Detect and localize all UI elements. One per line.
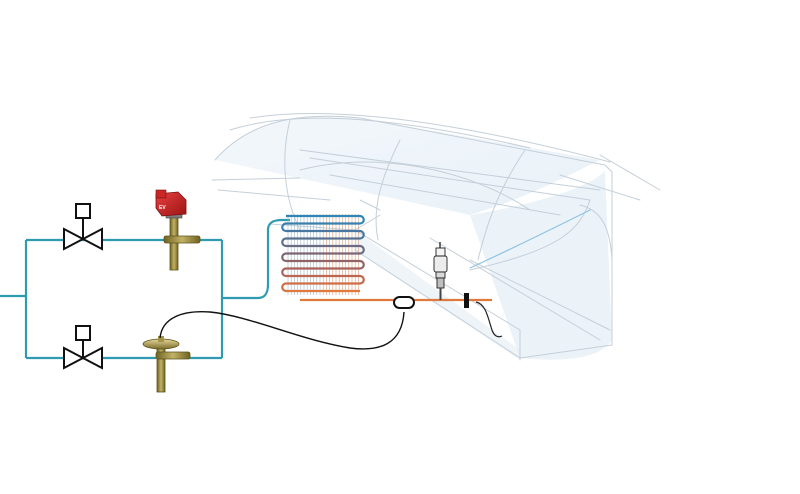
thermostatic-expansion-valve-icon: [142, 336, 191, 393]
coil-tube-pass: [286, 244, 365, 255]
pressure-transmitter-icon: [433, 242, 448, 300]
coil-tube-pass: [281, 267, 360, 278]
liquid-line-piping: [0, 218, 290, 360]
temperature-sensor-icon: [393, 296, 415, 309]
suction-line-fitting: [464, 293, 503, 338]
coil-tubes: [281, 214, 365, 293]
coil-tube-pass: [286, 229, 365, 240]
display-case-sketch: [211, 112, 661, 361]
eev-head-text: EV: [159, 205, 166, 211]
coil-tube-pass: [281, 222, 360, 233]
coil-tube-pass: [286, 259, 365, 270]
coil-tube-pass: [286, 214, 365, 225]
electronic-expansion-valve-icon: EV: [155, 189, 201, 271]
coil-tube-pass: [281, 237, 360, 248]
coil-tube-pass: [281, 252, 360, 263]
probe-cable: [475, 301, 503, 338]
coil-feed-pipe: [222, 218, 290, 300]
solenoid-valve-icon: [63, 203, 103, 251]
solenoid-valve-icon: [63, 325, 103, 370]
coil-tube-pass: [286, 274, 365, 285]
evaporator-coil-icon: [281, 214, 365, 295]
sensor-capillary-cable: [159, 311, 405, 350]
coil-tube-pass: [281, 282, 360, 293]
